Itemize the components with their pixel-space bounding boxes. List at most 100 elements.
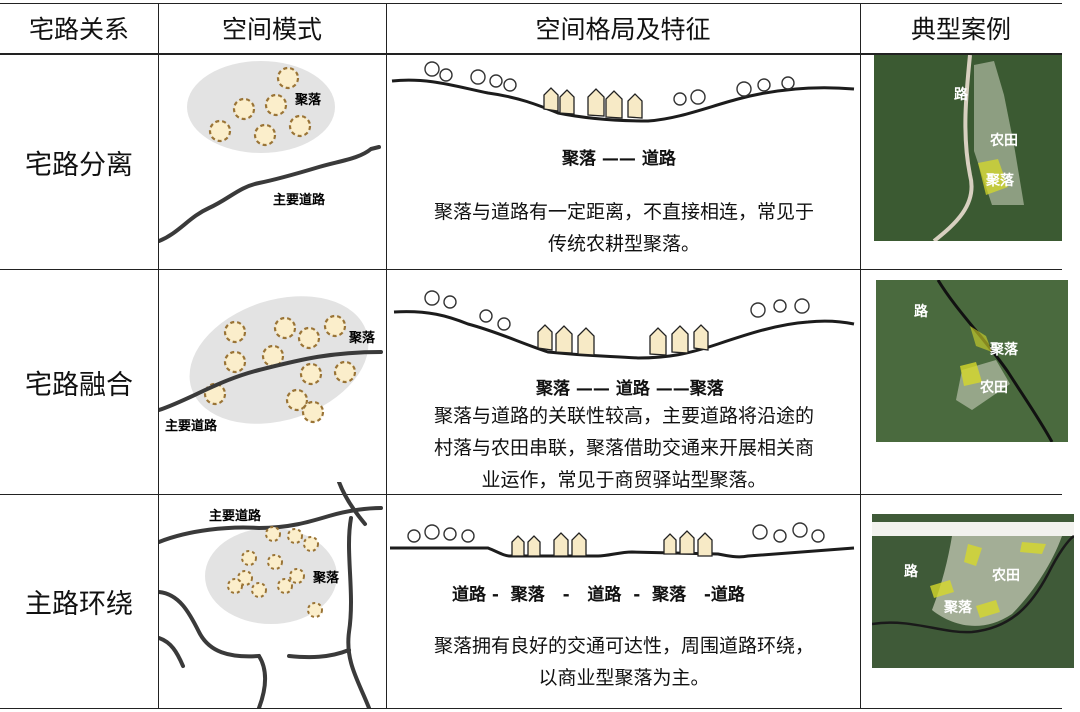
tree-icon <box>752 524 768 540</box>
case-settlement-label: 聚落 <box>985 172 1015 189</box>
settlement-circle <box>232 97 256 121</box>
case-farmland-label: 农田 <box>991 567 1020 584</box>
case-settlement-label: 聚落 <box>943 599 973 616</box>
settlement-circle <box>289 568 305 584</box>
header-relation: 宅路关系 <box>28 15 129 44</box>
road-path <box>936 280 1054 442</box>
header-pattern: 空间格局及特征 <box>535 15 711 44</box>
case-farmland-label: 农田 <box>989 132 1018 149</box>
road-line <box>346 516 371 708</box>
tree-icon <box>811 529 825 543</box>
house-icon <box>671 325 689 354</box>
desc-line: 业运作，常见于商贸驿站型聚落。 <box>481 469 767 491</box>
mode-road-label: 主要道路 <box>273 192 326 208</box>
settlement-circle <box>241 550 257 566</box>
row2-flow: 聚落 —— 道路 ——聚落 <box>536 379 724 399</box>
tree-icon <box>489 74 503 88</box>
settlement-circle <box>303 536 319 552</box>
tree-icon <box>497 317 511 331</box>
tree-icon <box>757 78 771 92</box>
row2-case-photo: 路 聚落 农田 <box>876 280 1068 442</box>
settlement-circle <box>323 314 347 338</box>
settlement-highlight <box>930 580 954 598</box>
house-icon <box>553 532 569 557</box>
tree-icon <box>736 81 752 97</box>
house-icon <box>693 324 709 351</box>
settlement-highlight <box>964 544 982 566</box>
desc-line: 村落与农田串联，聚落借助交通来开展相关商 <box>433 437 814 459</box>
tree-icon <box>424 524 440 540</box>
mode-settlement-label: 聚落 <box>294 92 322 108</box>
settlement-circle <box>288 114 312 138</box>
row1-mode-diagram: 聚落 主要道路 <box>159 61 381 243</box>
tree-icon <box>794 298 810 314</box>
table-bottom-border <box>0 708 1062 709</box>
house-icon <box>571 532 587 557</box>
house-icon <box>627 93 643 119</box>
desc-line: 聚落拥有良好的交通可达性，周围道路环绕， <box>433 635 814 657</box>
house-icon <box>555 325 573 354</box>
tree-icon <box>792 522 808 538</box>
tree-icon <box>461 529 475 543</box>
case-farmland-label: 农田 <box>979 379 1008 396</box>
road-line <box>287 648 351 660</box>
mode-settlement-label: 聚落 <box>312 570 340 586</box>
settlement-circle <box>265 526 281 542</box>
row-divider-1 <box>0 269 1062 270</box>
image-banner <box>872 522 1074 536</box>
desc-line: 聚落与道路有一定距离，不直接相连，常见于 <box>433 201 814 223</box>
header-mode: 空间模式 <box>221 15 322 44</box>
house-icon <box>511 535 525 557</box>
settlement-circle <box>287 528 303 544</box>
tree-icon <box>773 529 787 543</box>
row2-relation: 宅路融合 <box>25 369 133 401</box>
house-icon <box>605 90 623 119</box>
tree-icon <box>424 61 440 77</box>
road-path <box>932 55 974 241</box>
desc-line: 以商业型聚落为主。 <box>538 667 710 689</box>
house-icon <box>697 532 713 557</box>
header-divider <box>0 53 1062 55</box>
main-road-line <box>159 350 383 412</box>
row-divider-2 <box>0 494 1062 495</box>
row1-section-sketch <box>391 61 855 123</box>
tree-icon <box>424 290 440 306</box>
case-road-label: 路 <box>914 303 929 320</box>
settlement-circle <box>299 362 323 386</box>
tree-icon <box>470 69 486 85</box>
tree-icon <box>407 529 421 543</box>
row2-section-sketch <box>393 290 855 360</box>
house-icon <box>543 87 559 112</box>
mode-road-label: 主要道路 <box>209 508 262 524</box>
row1-case-photo: 路 农田 聚落 <box>874 55 1062 241</box>
road-path <box>872 534 1074 634</box>
settlement-highlight <box>960 362 982 386</box>
settlement-highlight <box>976 600 1000 618</box>
row2-mode-diagram: 聚落 主要道路 <box>159 296 383 434</box>
tree-icon <box>690 89 706 105</box>
tree-icon <box>443 527 457 541</box>
tree-icon <box>479 309 493 323</box>
row1-relation: 宅路分离 <box>25 149 133 181</box>
mode-road-label: 主要道路 <box>165 418 218 434</box>
settlement-circle <box>223 350 247 374</box>
tree-icon <box>503 78 517 92</box>
house-icon <box>559 89 575 115</box>
table-top-border <box>0 3 1062 4</box>
settlement-highlight <box>970 326 992 352</box>
case-road-label: 路 <box>904 563 919 580</box>
col-divider-3 <box>860 3 861 709</box>
house-icon <box>649 327 667 356</box>
settlement-circle <box>208 119 232 143</box>
tree-icon <box>439 68 453 82</box>
road-line <box>257 654 267 708</box>
tree-icon <box>443 295 457 309</box>
case-road-label: 路 <box>954 86 969 103</box>
house-icon <box>527 535 541 557</box>
settlement-circle <box>277 578 293 594</box>
terrain-line <box>393 310 855 360</box>
settlement-circle <box>253 123 277 147</box>
settlement-circle <box>223 320 247 344</box>
row3-mode-diagram: 主要道路 聚落 <box>159 482 383 708</box>
settlement-circle <box>267 554 283 570</box>
